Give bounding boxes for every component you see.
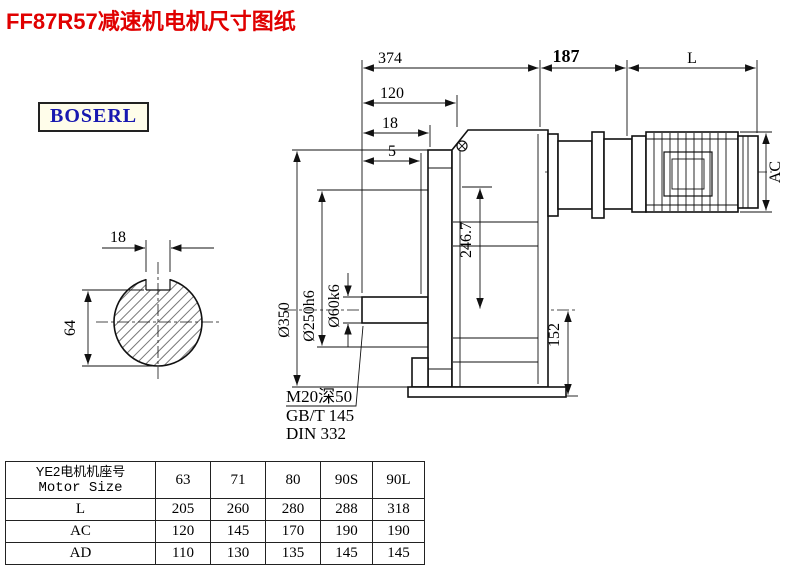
dim-L-label: L (687, 50, 697, 67)
gear-housing (451, 129, 549, 388)
table-header-en: Motor Size (38, 480, 123, 496)
dim-dia250-label: Ø250h6 (301, 290, 318, 342)
table-cell: 280 (265, 498, 321, 521)
table-cell: 170 (265, 520, 321, 543)
dim-5-label: 5 (388, 143, 396, 160)
size-col-90L: 90L (372, 461, 425, 499)
note-leader-line (286, 325, 364, 407)
table-cell: 190 (372, 520, 425, 543)
dim-AC-label: AC (767, 161, 784, 183)
dim-120-label: 120 (380, 85, 404, 102)
size-col-71: 71 (210, 461, 266, 499)
table-row-AD: AD 110 130 135 145 145 (5, 542, 425, 565)
dim-dia350-label: Ø350 (276, 302, 293, 338)
row-label-AC: AC (5, 520, 156, 543)
note-din332: DIN 332 (286, 424, 346, 443)
size-col-90S: 90S (320, 461, 373, 499)
table-header-cn: YE2电机机座号 (35, 464, 126, 479)
drawing-notes: M20深50 GB/T 145 DIN 332 (286, 387, 354, 443)
shaft-cross-section-view (82, 240, 220, 382)
dim-187-label: 187 (553, 46, 580, 66)
mounting-flange (427, 149, 453, 388)
motor-flange (631, 135, 647, 213)
table-cell: 205 (155, 498, 211, 521)
table-cell: 120 (155, 520, 211, 543)
size-col-63: 63 (155, 461, 211, 499)
key-width-label: 18 (110, 229, 126, 246)
foot-left (411, 357, 429, 388)
dimension-table: YE2电机机座号 Motor Size 63 71 80 90S 90L L 2… (5, 461, 425, 565)
table-cell: 190 (320, 520, 373, 543)
table-row-L: L 205 260 280 288 318 (5, 498, 425, 521)
table-header-row: YE2电机机座号 Motor Size 63 71 80 90S 90L (5, 461, 425, 499)
row-label-AD: AD (5, 542, 156, 565)
dimension-lines (286, 60, 772, 407)
gearbox-side-view (284, 129, 578, 398)
output-shaft (361, 296, 429, 324)
table-cell: 145 (210, 520, 266, 543)
table-cell: 288 (320, 498, 373, 521)
brand-logo: BOSERL (38, 102, 150, 132)
dim-dia60-label: Ø60k6 (326, 284, 343, 328)
size-col-80: 80 (265, 461, 321, 499)
note-m20: M20深50 (286, 387, 352, 406)
brand-logo-text: BOSERL (50, 105, 138, 127)
table-cell: 145 (320, 542, 373, 565)
dim-152-label: 152 (546, 323, 563, 347)
motor-body (645, 131, 739, 213)
table-cell: 318 (372, 498, 425, 521)
motor-terminal-box (663, 151, 713, 197)
note-gbt145: GB/T 145 (286, 406, 354, 425)
table-cell: 130 (210, 542, 266, 565)
table-cell: 145 (372, 542, 425, 565)
motor-and-adapter-view (545, 131, 772, 219)
dimension-labels: 374 187 L 120 18 5 Ø350 Ø250h6 Ø60k6 246… (62, 46, 784, 347)
technical-drawing: 374 187 L 120 18 5 Ø350 Ø250h6 Ø60k6 246… (62, 46, 784, 443)
base-plate (407, 386, 567, 398)
table-cell: 135 (265, 542, 321, 565)
row-label-L: L (5, 498, 156, 521)
dim-18-label: 18 (382, 115, 398, 132)
table-header-motor-size: YE2电机机座号 Motor Size (5, 461, 156, 499)
page-title: FF87R57减速机电机尺寸图纸 (6, 9, 296, 34)
dim-374-label: 374 (378, 50, 402, 67)
table-cell: 260 (210, 498, 266, 521)
dim-246-label: 246.7 (458, 222, 475, 258)
bolt-symbol (456, 140, 468, 152)
table-cell: 110 (155, 542, 211, 565)
table-row-AC: AC 120 145 170 190 190 (5, 520, 425, 543)
key-height-label: 64 (62, 320, 79, 336)
